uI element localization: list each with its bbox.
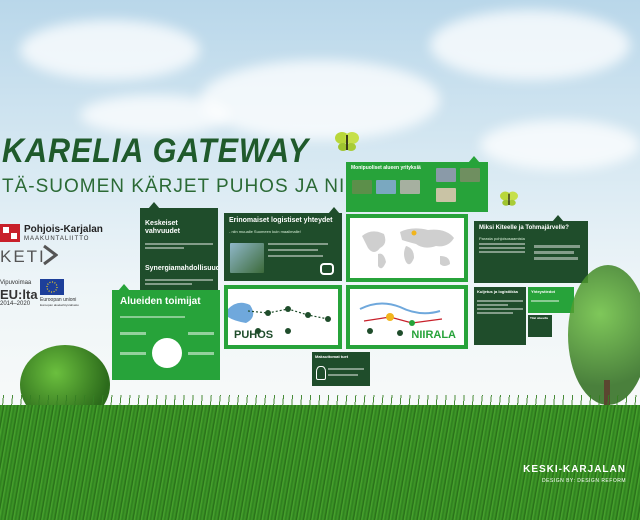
card-title: Synergiamahdollisuudet (145, 264, 218, 272)
footer-brand: KESKI-KARJALAN (523, 464, 626, 475)
card-monipuoliset[interactable]: Monipuoliset alueen yrityksiä (346, 162, 488, 212)
card-title: Tilat alueella (530, 316, 548, 320)
card-title: Maksuttomat tuet (315, 354, 349, 359)
logo-text: Euroopan aluekehitysrahasto (40, 303, 79, 307)
logo-text: EU:lta (0, 287, 38, 302)
card-title: Kuljetus ja logistiikka (477, 289, 518, 294)
card-puhos-map[interactable]: PUHOS (224, 285, 342, 349)
cloud (480, 120, 640, 170)
grass (0, 405, 640, 520)
cloud (200, 60, 440, 140)
logo-text: Euroopan unioni (40, 297, 77, 303)
niirala-map-icon (359, 302, 443, 336)
footer-design: DESIGN BY: DESIGN REFORM (542, 478, 626, 484)
card-logistiset-yhteydet[interactable]: Erinomaiset logistiset yhteydet - niin m… (224, 213, 342, 281)
card-world-map[interactable] (346, 214, 468, 282)
card-miksi-kiteelle[interactable]: Miksi Kiteelle ja Tohmajärvelle? Parasta… (474, 221, 588, 283)
people-icon (152, 338, 182, 368)
logo-text: Vipuvoimaa (0, 280, 32, 286)
cloud (20, 20, 200, 80)
logo-text: Pohjois-Karjalan (24, 224, 103, 235)
card-title: Monipuoliset alueen yrityksiä (351, 165, 421, 171)
logo-text: MAAKUNTALIITTO (24, 236, 90, 242)
card-keskeiset-vahvuudet[interactable]: Keskeiset vahvuudet Synergiamahdollisuud… (140, 208, 218, 292)
card-kuljetus[interactable]: Kuljetus ja logistiikka (474, 287, 526, 345)
card-title: Keskeiset vahvuudet (145, 220, 181, 236)
tree-icon (316, 366, 326, 380)
card-title: Yhteystiedot (531, 289, 556, 294)
world-map-icon (350, 218, 464, 278)
page-title: KARELIA GATEWAY (2, 132, 310, 170)
card-subtitle: Parasta pohjoisosaamista (479, 236, 525, 242)
card-subtitle: - niin muualle Suomeen kuin maailmalle! (229, 229, 301, 235)
card-title: Erinomaiset logistiset yhteydet (229, 217, 333, 224)
niirala-label: NIIRALA (411, 329, 456, 341)
cloud (80, 95, 230, 135)
card-tilat[interactable]: Tilat alueella (528, 315, 552, 337)
card-tab (118, 284, 130, 291)
butterfly-icon (334, 130, 360, 159)
cloud (430, 10, 630, 80)
card-title: Miksi Kiteelle ja Tohmajärvelle? (479, 225, 569, 231)
butterfly-icon (499, 190, 519, 213)
card-niirala-map[interactable]: NIIRALA (346, 285, 468, 349)
logo-text: 2014–2020 (0, 301, 31, 307)
card-tab (328, 207, 340, 214)
keti-mark-icon (42, 244, 59, 271)
keti-logo: KETI (0, 247, 46, 266)
puhos-map-icon (228, 302, 331, 334)
card-alueiden-toimijat[interactable]: Alueiden toimijat (112, 290, 220, 380)
page-subtitle: TÄ-SUOMEN KÄRJET PUHOS JA NIIRALA (2, 176, 406, 197)
card-tab (148, 202, 160, 209)
eu-flag-icon (40, 279, 64, 295)
card-title: Alueiden toimijat (120, 296, 201, 307)
card-yhteystiedot[interactable]: Yhteystiedot (528, 287, 574, 313)
card-tab (468, 156, 480, 163)
card-tab (552, 215, 564, 222)
puhos-label: PUHOS (234, 329, 274, 341)
card-maksuttomat[interactable]: Maksuttomat tuet (312, 352, 370, 386)
link-icon (320, 263, 334, 275)
